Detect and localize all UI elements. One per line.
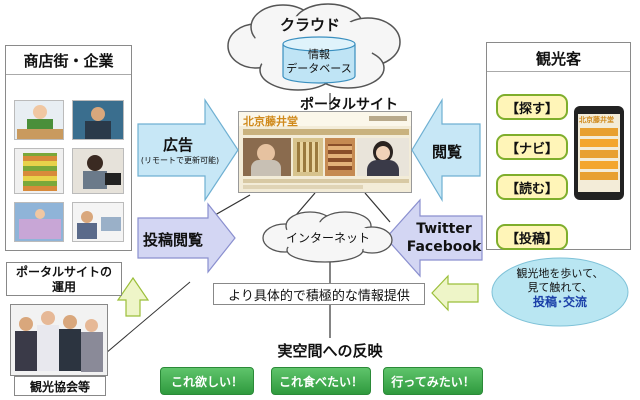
ad-arrow bbox=[137, 98, 239, 202]
association-label: 観光協会等 bbox=[14, 376, 106, 396]
portal-logo: 北京藤井堂 bbox=[243, 115, 298, 128]
operation-up-arrow bbox=[116, 276, 150, 317]
photo-shop-interior bbox=[14, 202, 64, 242]
database-icon bbox=[282, 36, 356, 84]
portal-internet-line-2 bbox=[364, 192, 391, 223]
left-panel-shops: 商店街・企業 bbox=[5, 45, 132, 251]
view-label: 閲覧 bbox=[432, 143, 463, 161]
database-label-line2: データベース bbox=[286, 62, 352, 75]
twitter-facebook-arrow bbox=[385, 198, 483, 278]
photo-office-worker-2 bbox=[72, 202, 124, 242]
portal-photo-4 bbox=[357, 138, 409, 176]
operation-line1: ポータルサイトの bbox=[15, 265, 112, 279]
navi-button[interactable]: 【ナビ】 bbox=[496, 134, 568, 160]
want-eat-button[interactable]: これ食べたい！ bbox=[271, 367, 371, 395]
portal-photo-2 bbox=[293, 138, 323, 176]
operation-line2: 運用 bbox=[51, 280, 76, 294]
info-provision-box: より具体的で積極的な情報提供 bbox=[213, 283, 425, 305]
post-view-label: 投稿閲覧 bbox=[143, 231, 204, 249]
bubble-line1: 観光地を歩いて、 bbox=[516, 267, 604, 280]
post-button[interactable]: 【投稿】 bbox=[496, 224, 568, 250]
portal-title: ポータルサイト bbox=[300, 97, 398, 113]
tourist-bubble bbox=[491, 257, 629, 327]
operation-box: ポータルサイトの 運用 bbox=[6, 262, 122, 296]
ad-sublabel: (リモートで更新可能) bbox=[140, 156, 220, 165]
portal-photo-1 bbox=[243, 138, 291, 176]
cloud-title: クラウド bbox=[279, 16, 340, 34]
want-go-button[interactable]: 行ってみたい！ bbox=[383, 367, 483, 395]
bubble-line2: 見て触れて、 bbox=[527, 281, 593, 294]
twitter-label: Twitter bbox=[416, 221, 472, 237]
internet-label: インターネット bbox=[285, 231, 370, 245]
bubble-info-arrow bbox=[431, 274, 479, 312]
portal-screenshot[interactable]: 北京藤井堂 bbox=[238, 111, 412, 193]
left-panel-title: 商店街・企業 bbox=[23, 52, 114, 70]
portal-photo-3 bbox=[325, 138, 355, 176]
bubble-line3: 投稿･交流 bbox=[532, 295, 587, 309]
right-panel-title: 観光客 bbox=[535, 50, 581, 68]
photo-office-worker-1 bbox=[72, 100, 124, 140]
facebook-label: Facebook bbox=[406, 239, 482, 255]
post-view-arrow bbox=[137, 202, 236, 274]
read-button[interactable]: 【読む】 bbox=[496, 174, 568, 200]
photo-shop-clerk bbox=[14, 148, 64, 194]
search-button[interactable]: 【探す】 bbox=[496, 94, 568, 120]
portal-left-line bbox=[214, 194, 251, 216]
photo-woman-computer bbox=[72, 148, 124, 194]
photo-shopkeeper bbox=[14, 100, 64, 140]
want-this-button[interactable]: これ欲しい！ bbox=[160, 367, 254, 395]
phone-logo: 北京藤井堂 bbox=[579, 116, 614, 124]
database-label-line1: 情報 bbox=[308, 48, 330, 61]
photo-association bbox=[10, 304, 108, 376]
view-arrow bbox=[411, 97, 481, 203]
smartphone-icon: 北京藤井堂 bbox=[574, 106, 624, 200]
reflection-title: 実空間への反映 bbox=[277, 342, 383, 360]
internet-cloud bbox=[262, 211, 393, 263]
ad-label: 広告 bbox=[162, 136, 193, 154]
